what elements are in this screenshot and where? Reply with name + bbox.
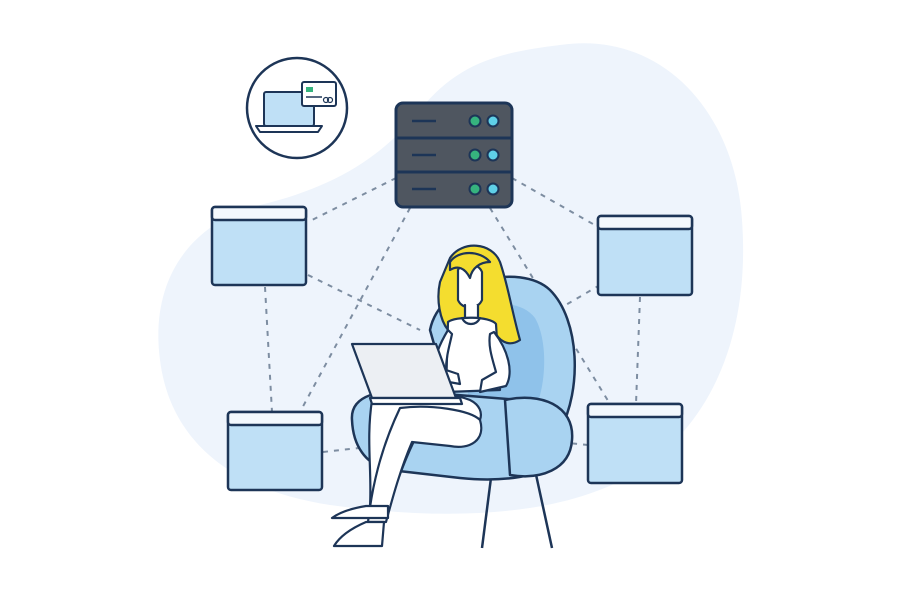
server-led-cyan [486,148,500,162]
connector-line [307,274,421,331]
server-led-cyan [486,114,500,128]
server-led-cyan [486,182,500,196]
browser-window-icon [210,205,308,287]
server-led-green [468,182,482,196]
connector-line [635,296,641,405]
laptop-payment-card-icon [245,56,349,160]
browser-window-icon [586,402,684,485]
woman-with-laptop [330,244,522,548]
server-led-green [468,114,482,128]
server-rack-icon [394,101,514,209]
browser-window-icon [226,410,324,492]
server-led-green [468,148,482,162]
connector-line [307,177,397,223]
browser-window-icon [596,214,694,297]
